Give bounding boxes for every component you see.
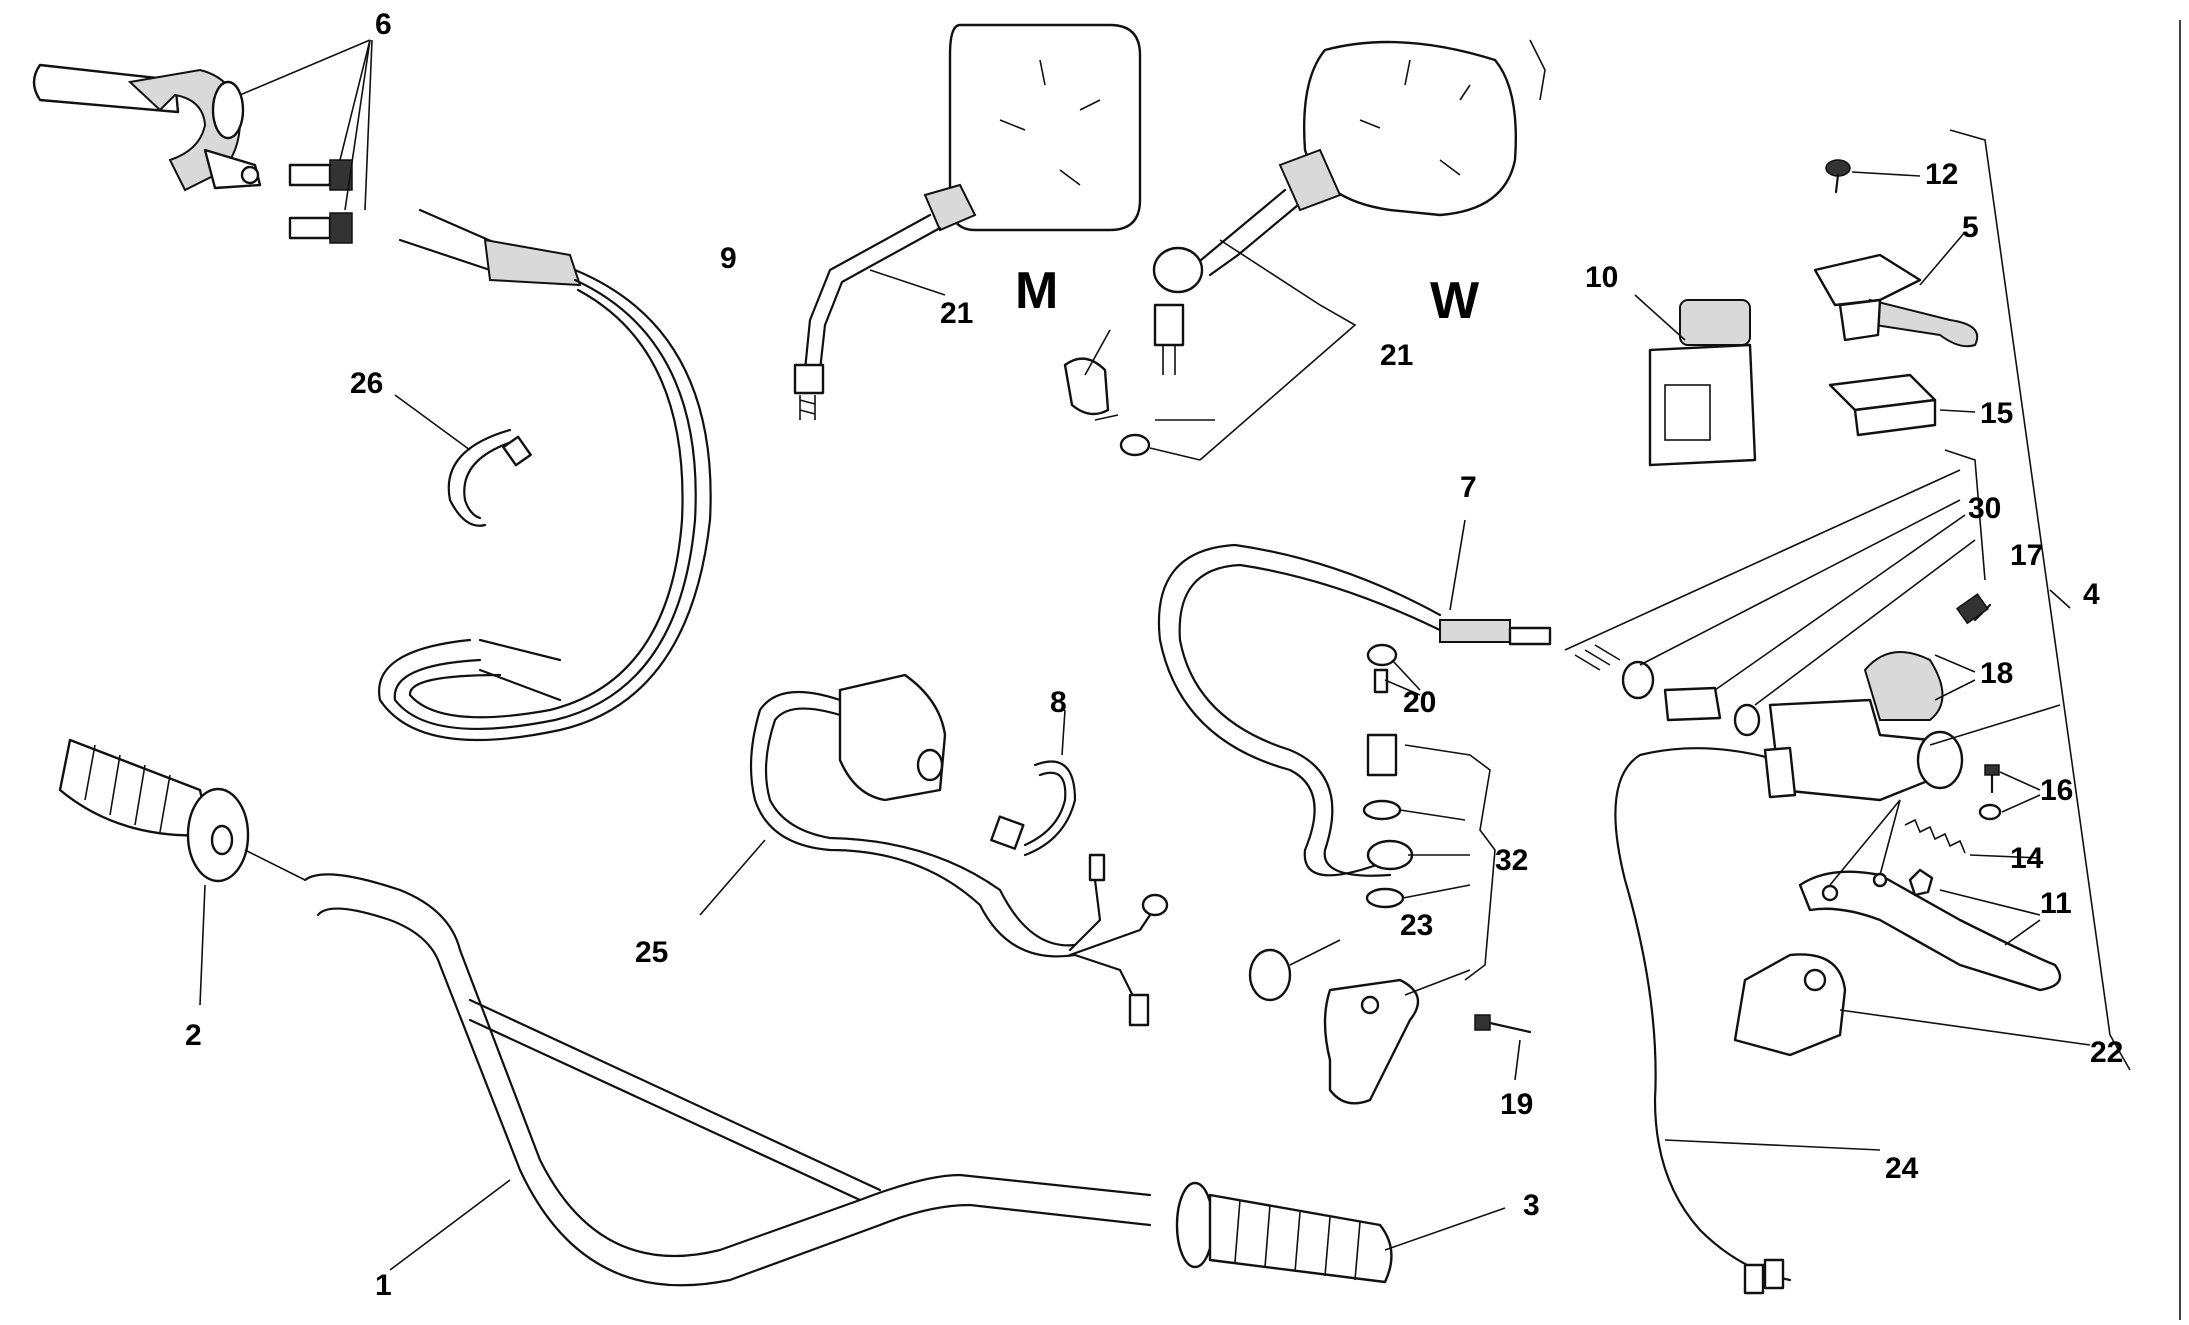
callout-7: 7 xyxy=(1460,471,1477,504)
fittings-32 xyxy=(1362,643,1496,981)
callout-10: 10 xyxy=(1585,261,1618,294)
spring-14 xyxy=(1904,818,2041,859)
cable-adjusters xyxy=(239,39,373,244)
variant-label-w: W xyxy=(1430,272,1480,330)
handlebar xyxy=(303,873,1152,1287)
lever-11 xyxy=(1798,799,2062,992)
clutch-cable-7 xyxy=(1157,519,1552,877)
callout-19: 19 xyxy=(1500,1088,1533,1121)
switch-wire-24 xyxy=(1614,746,1881,1295)
callout-21-m: 21 xyxy=(940,297,973,330)
bracket-30 xyxy=(1944,449,2071,609)
callout-16: 16 xyxy=(2040,774,2073,807)
switch-housing-25 xyxy=(699,673,1169,1027)
callout-15: 15 xyxy=(1980,397,2013,430)
throttle-grip xyxy=(32,63,262,192)
callout-17: 17 xyxy=(2010,539,2043,572)
throttle-cables xyxy=(378,208,712,742)
callout-2: 2 xyxy=(185,1019,202,1052)
fluid-bottle xyxy=(1634,294,1757,467)
bracket-4 xyxy=(1949,129,2131,1071)
mirror-m xyxy=(793,23,1142,420)
left-grip xyxy=(58,738,306,1006)
master-cylinder xyxy=(1564,469,2061,802)
callout-24: 24 xyxy=(1885,1152,1919,1185)
reservoir-cap xyxy=(1813,231,1979,348)
callout-5: 5 xyxy=(1962,211,1979,244)
callout-20: 20 xyxy=(1403,686,1436,719)
callout-25: 25 xyxy=(635,936,668,969)
callout-9: 9 xyxy=(720,242,737,275)
callout-22: 22 xyxy=(2090,1036,2123,1069)
callout-18: 18 xyxy=(1980,657,2013,690)
callout-14: 14 xyxy=(2010,842,2044,875)
bracket-19 xyxy=(1248,939,1532,1105)
callout-11: 11 xyxy=(2040,887,2072,920)
callout-26: 26 xyxy=(350,367,383,400)
callout-4: 4 xyxy=(2083,578,2100,611)
screw-12 xyxy=(1825,159,1921,194)
callout-3: 3 xyxy=(1523,1189,1540,1222)
variant-label-m: M xyxy=(1015,262,1058,320)
callout-21-w: 21 xyxy=(1380,339,1413,372)
diaphragm-15 xyxy=(1828,373,1976,437)
screws-16 xyxy=(1978,764,2041,821)
clamp-22 xyxy=(1733,953,2091,1057)
mirror-w xyxy=(1063,39,1546,461)
callout-8: 8 xyxy=(1050,686,1067,719)
callout-32: 32 xyxy=(1495,844,1528,877)
callout-30: 30 xyxy=(1968,492,2001,525)
callout-6: 6 xyxy=(375,8,392,41)
callout-23: 23 xyxy=(1400,909,1433,942)
callout-12: 12 xyxy=(1925,158,1958,191)
right-grip xyxy=(1175,1181,1506,1284)
clip-8 xyxy=(990,709,1077,857)
callout-1: 1 xyxy=(375,1269,392,1302)
clip-26 xyxy=(394,394,532,527)
